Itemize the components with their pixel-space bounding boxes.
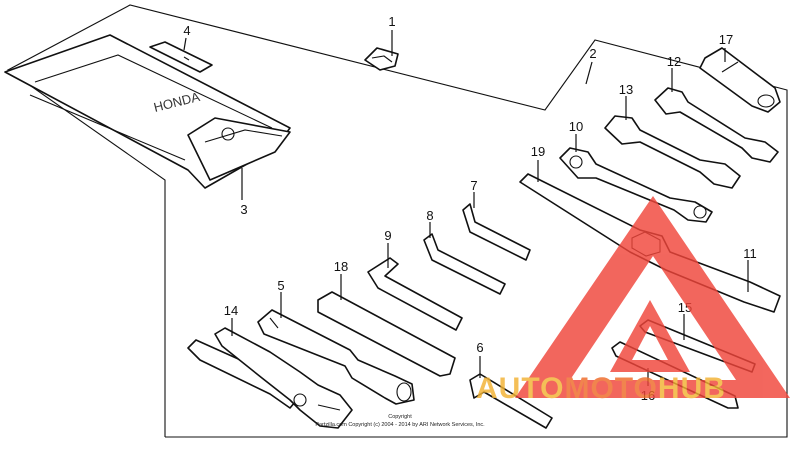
- watermark-triangle-icon: [515, 196, 790, 398]
- part-9-hex-key: [367, 257, 463, 331]
- callout-9: 9: [384, 228, 391, 243]
- callout-5: 5: [277, 278, 284, 293]
- callout-10: 10: [569, 119, 583, 134]
- callout-12: 12: [667, 54, 681, 69]
- copyright-line-1: Copyright: [388, 414, 412, 420]
- watermark-logo: AUTOMOTOHUB: [476, 196, 790, 405]
- callout-11: 11: [743, 246, 757, 261]
- callout-1: 1: [388, 14, 395, 29]
- callout-7: 7: [470, 178, 477, 193]
- part-4-pad: [149, 41, 213, 73]
- part-1-clip: [364, 47, 399, 71]
- tool-bag: HONDA: [4, 34, 291, 189]
- part-8-hex-key: [423, 233, 506, 295]
- part-6-screwdriver: [469, 373, 553, 429]
- callout-6: 6: [476, 340, 483, 355]
- callout-4: 4: [183, 23, 190, 38]
- callout-17: 17: [719, 32, 733, 47]
- callout-18: 18: [334, 259, 348, 274]
- part-18-bar: [317, 291, 456, 377]
- callout-3: 3: [240, 202, 247, 217]
- part-10-wrench: [559, 147, 713, 223]
- copyright-notice: Copyright Partzilla.com Copyright (c) 20…: [315, 414, 485, 428]
- part-14-pliers: [187, 327, 353, 429]
- watermark-inner-a-icon: [610, 300, 690, 372]
- watermark-text-auto: AUTO: [476, 372, 564, 405]
- svg-text:AUTOMOTOHUB: AUTOMOTOHUB: [476, 372, 726, 405]
- callout-14: 14: [224, 303, 238, 318]
- watermark-text-hub: HUB: [658, 372, 726, 405]
- callout-8: 8: [426, 208, 433, 223]
- callout-2: 2: [589, 46, 596, 61]
- callout-13: 13: [619, 82, 633, 97]
- part-13-wrench: [604, 115, 741, 189]
- part-7-hex-key: [462, 203, 531, 261]
- part-12-wrench: [654, 87, 779, 163]
- part-5-plug-wrench: [257, 309, 415, 405]
- callout-19: 19: [531, 144, 545, 159]
- copyright-line-2: Partzilla.com Copyright (c) 2004 - 2014 …: [315, 422, 485, 428]
- watermark-text-moto: MOTO: [564, 372, 657, 405]
- part-17-socket-wrench: [699, 47, 781, 113]
- diagram-frame: [6, 4, 788, 438]
